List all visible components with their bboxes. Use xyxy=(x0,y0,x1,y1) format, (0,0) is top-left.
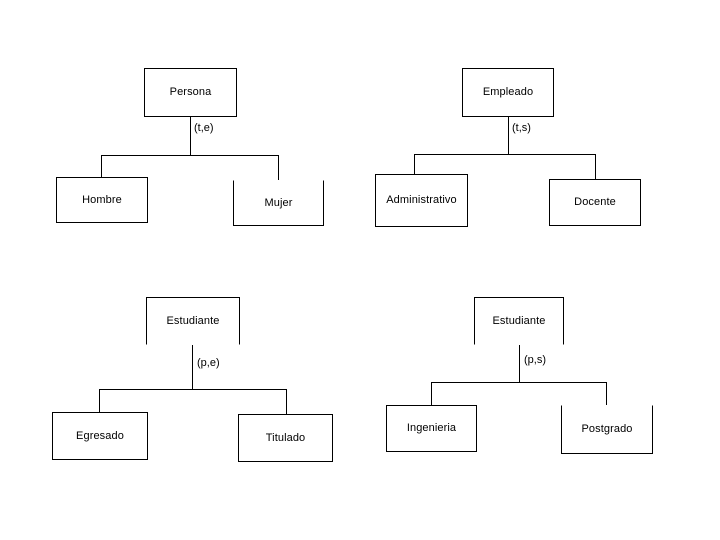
entity-box-child-persona-1[interactable]: Mujer xyxy=(233,180,324,226)
entity-box-child-persona-0[interactable]: Hombre xyxy=(56,177,148,223)
entity-box-child-estudiante-pe-0[interactable]: Egresado xyxy=(52,412,148,460)
connector-drop-estudiante-ps-0 xyxy=(431,382,432,405)
entity-box-parent-persona[interactable]: Persona xyxy=(144,68,237,117)
entity-box-child-estudiante-ps-1-label: Postgrado xyxy=(581,423,633,435)
connector-drop-persona-0 xyxy=(101,155,102,178)
entity-box-parent-estudiante-ps-label: Estudiante xyxy=(492,314,546,327)
entity-box-child-persona-1-label: Mujer xyxy=(264,196,293,209)
entity-box-parent-empleado-label: Empleado xyxy=(482,86,534,98)
entity-box-child-estudiante-pe-0-label: Egresado xyxy=(76,429,124,442)
entity-box-child-estudiante-pe-1-label: Titulado xyxy=(265,431,306,444)
connector-drop-empleado-1 xyxy=(595,154,596,179)
connector-bar-persona xyxy=(101,155,278,156)
connector-drop-estudiante-pe-0 xyxy=(99,389,100,412)
constraint-label-estudiante-ps: (p,s) xyxy=(524,354,546,366)
entity-box-parent-empleado[interactable]: Empleado xyxy=(462,68,554,117)
entity-box-child-empleado-1[interactable]: Docente xyxy=(549,179,641,226)
entity-box-child-estudiante-ps-0-label: Ingenieria xyxy=(406,422,457,434)
entity-box-child-estudiante-ps-0[interactable]: Ingenieria xyxy=(386,405,477,452)
constraint-label-persona: (t,e) xyxy=(194,122,214,134)
connector-stem-persona xyxy=(190,117,191,155)
connector-drop-persona-1 xyxy=(278,155,279,181)
connector-stem-estudiante-pe xyxy=(192,345,193,389)
connector-bar-estudiante-pe xyxy=(99,389,286,390)
entity-box-parent-estudiante-pe-label: Estudiante xyxy=(166,314,220,327)
connector-drop-estudiante-pe-1 xyxy=(286,389,287,414)
entity-box-child-empleado-1-label: Docente xyxy=(574,196,616,208)
constraint-label-estudiante-pe: (p,e) xyxy=(197,357,220,369)
entity-box-child-estudiante-pe-1[interactable]: Titulado xyxy=(238,414,333,462)
entity-box-child-estudiante-ps-1[interactable]: Postgrado xyxy=(561,405,653,454)
entity-box-child-empleado-0-label: Administrativo xyxy=(386,194,457,206)
connector-drop-estudiante-ps-1 xyxy=(606,382,607,405)
connector-bar-empleado xyxy=(414,154,595,155)
constraint-label-empleado: (t,s) xyxy=(512,122,531,134)
connector-stem-empleado xyxy=(508,117,509,154)
entity-box-child-empleado-0[interactable]: Administrativo xyxy=(375,174,468,227)
connector-drop-empleado-0 xyxy=(414,154,415,174)
entity-box-child-persona-0-label: Hombre xyxy=(82,193,122,206)
connector-bar-estudiante-ps xyxy=(431,382,606,383)
entity-box-parent-persona-label: Persona xyxy=(169,86,212,98)
entity-box-parent-estudiante-pe[interactable]: Estudiante xyxy=(146,297,240,345)
connector-stem-estudiante-ps xyxy=(519,345,520,382)
entity-box-parent-estudiante-ps[interactable]: Estudiante xyxy=(474,297,564,345)
